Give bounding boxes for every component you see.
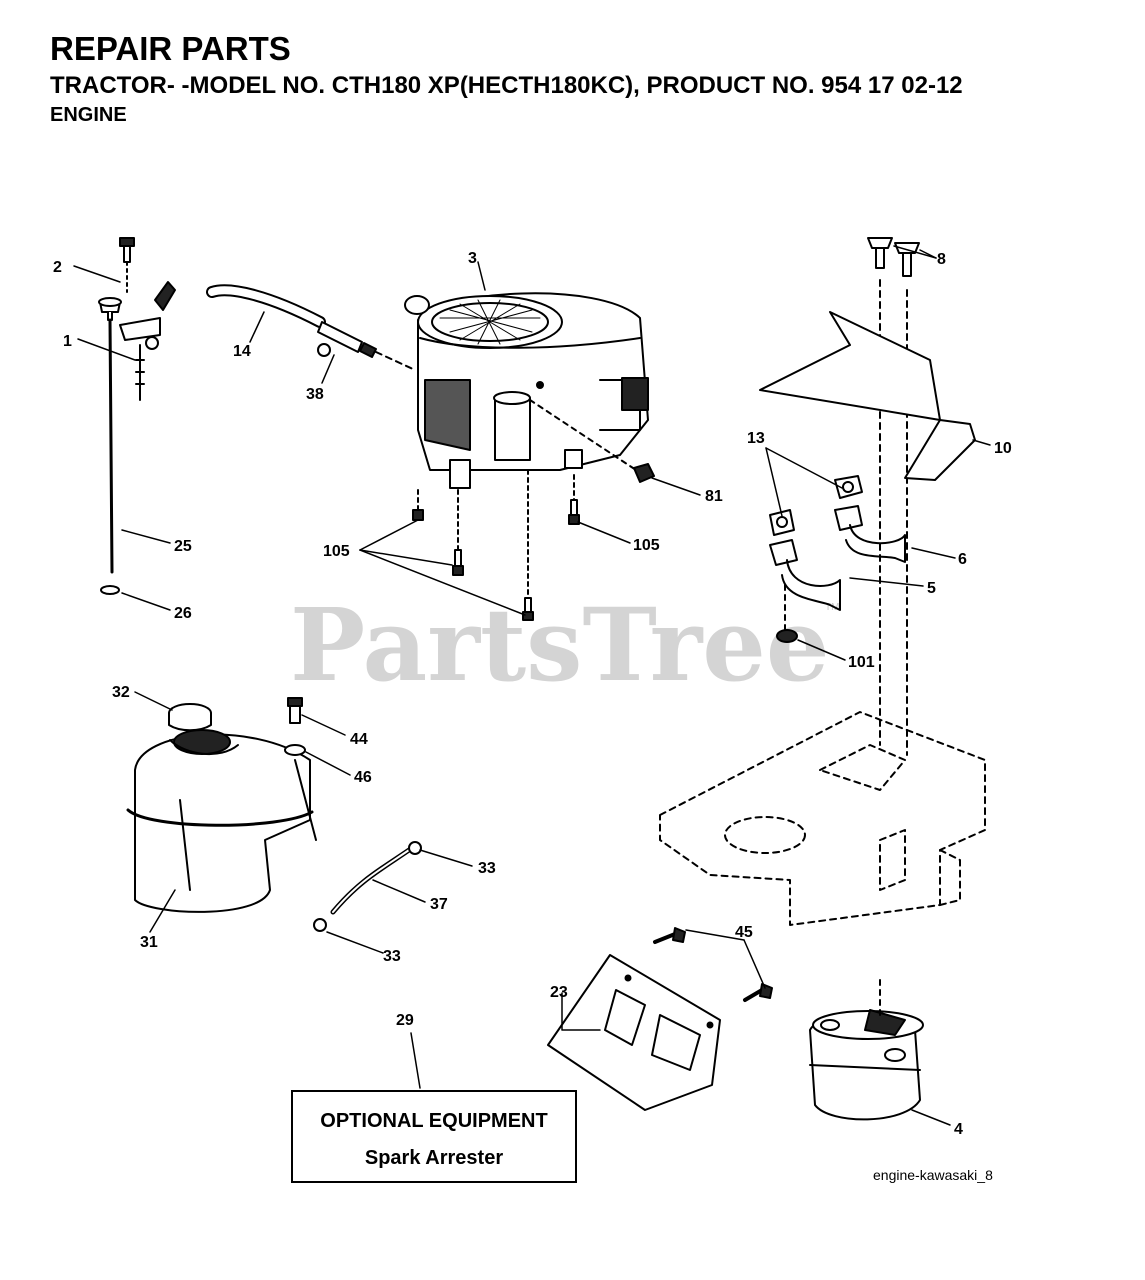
- callout-45: 45: [735, 924, 753, 941]
- optional-equipment-item: Spark Arrester: [364, 1147, 504, 1169]
- callout-33-lower: 33: [383, 948, 401, 965]
- engine-part: [404, 292, 649, 489]
- throttle-bracket-part: [119, 237, 176, 401]
- model-subtitle: TRACTOR- -MODEL NO. CTH180 XP(HECTH180KC…: [50, 72, 963, 99]
- callout-38: 38: [306, 386, 324, 403]
- callout-101: 101: [848, 654, 875, 671]
- fuel-line-part: [313, 841, 422, 932]
- callout-31: 31: [140, 934, 158, 951]
- dipstick-part: [98, 297, 122, 595]
- callout-46: 46: [354, 769, 372, 786]
- callout-8: 8: [937, 251, 946, 268]
- callout-26: 26: [174, 605, 192, 622]
- section-title: ENGINE: [50, 104, 127, 126]
- bolt-8-parts: [867, 237, 920, 756]
- callout-32: 32: [112, 684, 130, 701]
- screw-44-washer-46-parts: [284, 697, 306, 756]
- exhaust-pipes-part: [769, 475, 906, 643]
- part-number-callouts: 1 2 3 4 5 6 8 10 13 14 23 25 26 29 31 32…: [53, 250, 1012, 1138]
- watermark-tm: TM: [825, 602, 839, 613]
- heat-shield-part: [759, 311, 976, 481]
- callout-6: 6: [958, 551, 967, 568]
- callout-13: 13: [747, 430, 765, 447]
- callout-1: 1: [63, 333, 72, 350]
- callout-105-left: 105: [323, 543, 350, 560]
- callout-37: 37: [430, 896, 448, 913]
- callout-14: 14: [233, 343, 251, 360]
- diagram-reference: engine-kawasaki_8: [873, 1167, 993, 1183]
- callout-25: 25: [174, 538, 192, 555]
- callout-44: 44: [350, 731, 368, 748]
- fuel-fitting-part: [317, 321, 416, 371]
- callout-105-right: 105: [633, 537, 660, 554]
- callout-2: 2: [53, 259, 62, 276]
- optional-equipment-heading: OPTIONAL EQUIPMENT: [320, 1110, 548, 1132]
- optional-equipment-box: OPTIONAL EQUIPMENT Spark Arrester: [291, 1090, 577, 1183]
- callout-23: 23: [550, 984, 568, 1001]
- callout-10: 10: [994, 440, 1012, 457]
- bolt-105-parts: [412, 469, 580, 621]
- callout-29: 29: [396, 1012, 414, 1029]
- muffler-part: [809, 979, 924, 1121]
- callout-81: 81: [705, 488, 723, 505]
- watermark-text: PartsTree: [290, 586, 830, 704]
- bolt-81-part: [529, 399, 655, 483]
- callout-5: 5: [927, 580, 936, 597]
- bolt-45-parts: [653, 927, 773, 1002]
- callout-3: 3: [468, 250, 477, 267]
- fuel-tank-part: [126, 703, 317, 913]
- engine-mounting-plate: [659, 711, 986, 926]
- bracket-23-part: [547, 954, 721, 1111]
- leader-lines: [73, 245, 991, 1126]
- page-title: REPAIR PARTS: [50, 30, 291, 67]
- callout-33-upper: 33: [478, 860, 496, 877]
- callout-4: 4: [954, 1121, 963, 1138]
